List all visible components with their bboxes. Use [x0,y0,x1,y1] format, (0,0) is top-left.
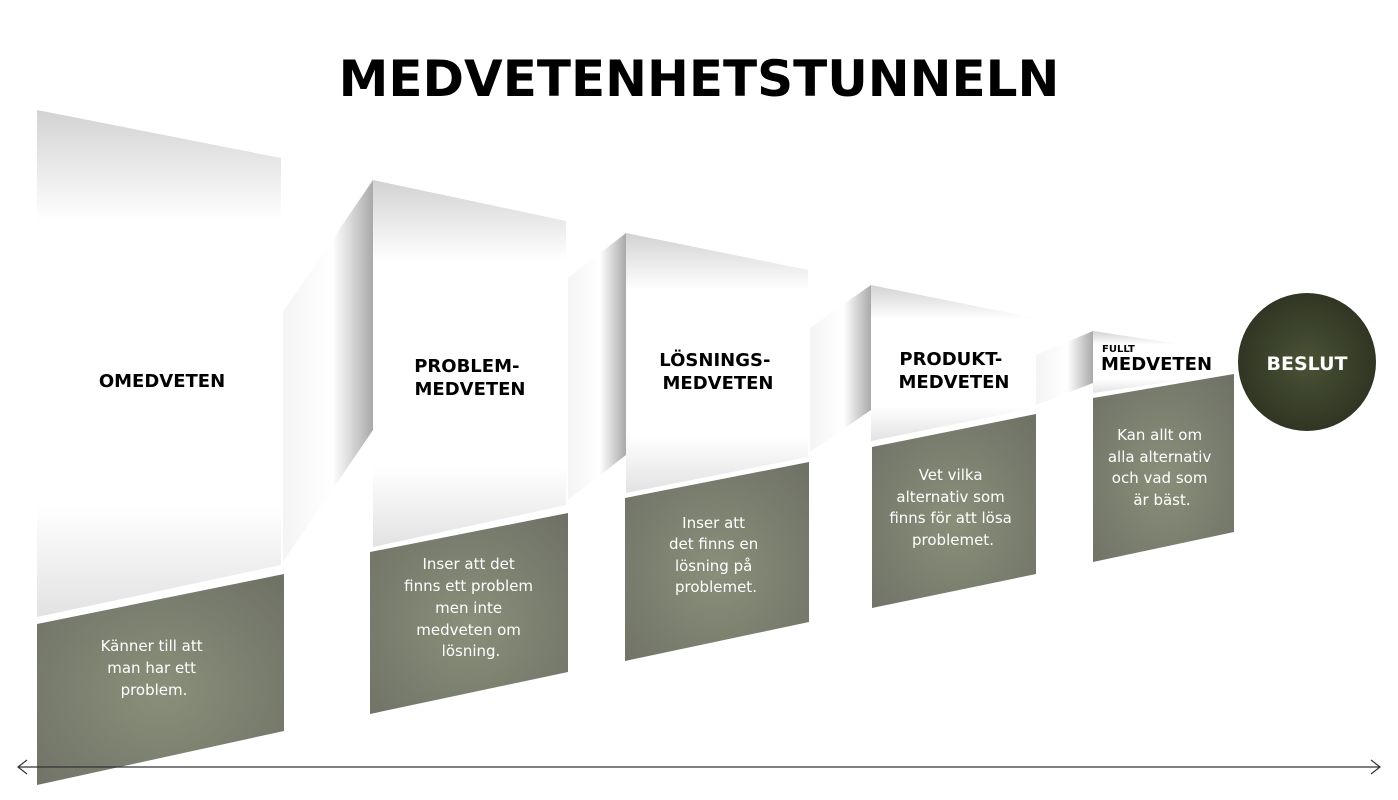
stage-panel [1093,331,1232,393]
stage-description-panel [1093,374,1234,562]
stage-description-line: Kan allt om [1117,426,1202,444]
decision-node: BESLUT [1238,293,1376,431]
decision-circle [1238,293,1376,431]
tunnel-connector-2 [568,233,626,500]
stage-label-line: LÖSNINGS- [659,349,770,371]
stage-description-line: alternativ som [896,488,1004,506]
stage-description: Kan allt om alla alternativ och vad som … [1108,426,1216,509]
stage-label: PRODUKT- MEDVETEN [898,349,1009,393]
stage-label-line: MEDVETEN [662,373,773,394]
stage-label-line: MEDVETEN [898,372,1009,393]
stage-description-panel [370,513,568,714]
tunnel-connector-1 [283,180,373,562]
stage-label-prefix: FULLT [1102,344,1135,355]
stage-description-line: finns för att lösa [889,509,1012,527]
stage-description-line: lösning. [442,642,501,660]
stage-description-line: Inser att det [422,555,514,573]
stage-description-line: medveten om [416,621,521,639]
stage-description-line: det finns en [669,535,758,553]
page-title: MEDVETENHETSTUNNELN [338,50,1060,108]
decision-label: BESLUT [1267,353,1348,375]
arrowhead-left-icon [17,759,28,775]
stage-problemmedveten: PROBLEM- MEDVETEN Inser att det finns et… [370,180,568,714]
stage-produktmedveten: PRODUKT- MEDVETEN Vet vilka alternativ s… [871,285,1036,608]
stage-label: PROBLEM- MEDVETEN [414,356,526,400]
stage-label-line: FULLT [1102,344,1135,355]
stage-description: Inser att det finns en lösning på proble… [669,514,763,596]
stage-label: MEDVETEN [1101,354,1212,375]
stage-omedveten: OMEDVETEN Känner till att man har ett pr… [37,110,284,785]
stage-description-panel [872,414,1036,608]
tunnel-connector-3 [810,285,871,452]
tunnel-connector-4 [1036,331,1093,405]
stage-description-panel [37,574,284,785]
stage-panel [871,285,1034,441]
stage-description-line: man har ett [107,659,196,677]
stage-description-line: Inser att [682,514,745,532]
stage-description-line: men inte [435,599,502,617]
stage-label-line: PRODUKT- [899,349,1002,370]
stage-label: LÖSNINGS- MEDVETEN [659,349,776,394]
stage-description-line: Vet vilka [919,466,983,484]
stage-description-panel [625,462,809,661]
stage-panel [37,110,281,617]
stage-description-line: finns ett problem [404,577,533,595]
stage-description-line: Känner till att [101,637,203,655]
stage-description: Inser att det finns ett problem men inte… [404,555,538,660]
stage-label-line: PROBLEM- [414,356,519,377]
stage-description-line: problemet. [675,578,757,596]
stage-description-line: är bäst. [1133,491,1190,509]
stage-description-line: problem. [121,681,188,699]
stage-label-line: OMEDVETEN [99,371,225,392]
timeline-arrow [17,759,1381,775]
stage-description-line: lösning på [675,557,752,575]
stage-label: OMEDVETEN [99,371,225,392]
stage-description-line: och vad som [1112,469,1208,487]
stage-label-line: MEDVETEN [414,379,525,400]
arrowhead-right-icon [1370,759,1381,775]
stage-fulltmedveten: FULLT MEDVETEN Kan allt om alla alternat… [1093,331,1234,562]
stage-description-line: alla alternativ [1108,448,1212,466]
stage-losningsmedveten: LÖSNINGS- MEDVETEN Inser att det finns e… [625,233,809,661]
stage-description: Vet vilka alternativ som finns för att l… [889,466,1016,549]
stage-description: Känner till att man har ett problem. [101,637,208,699]
stage-label-line: MEDVETEN [1101,354,1212,375]
stage-description-line: problemet. [912,531,994,549]
stage-panel [626,233,808,493]
stage-panel [373,180,566,547]
